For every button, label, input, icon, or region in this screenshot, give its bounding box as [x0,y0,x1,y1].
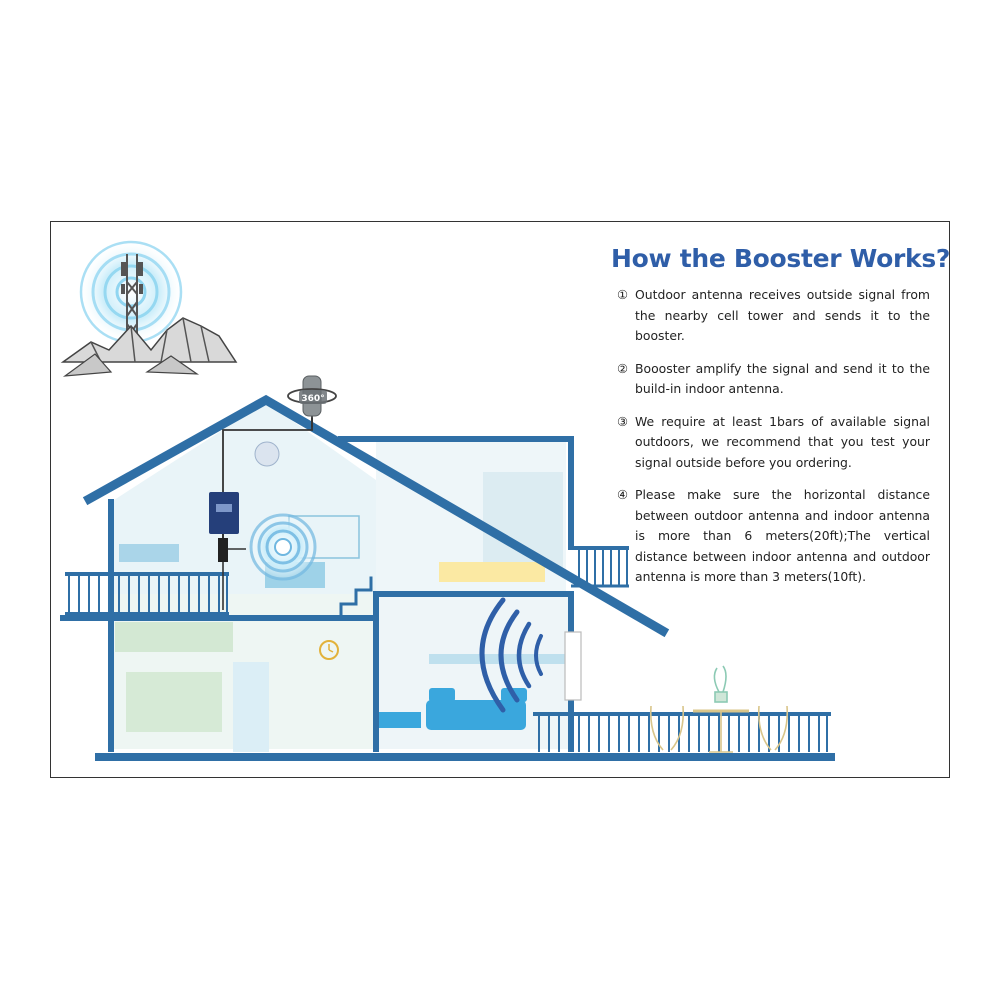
booster-diagram-frame: 360° How the Booster Works [50,221,950,778]
ground-deck-railing [533,712,831,752]
rotation-badge: 360° [301,394,324,404]
step-item: ① Outdoor antenna receives outside signa… [617,285,930,347]
panel-antenna-icon [564,631,582,701]
step-number: ③ [617,413,629,429]
booster-unit-icon [209,492,246,610]
patio-table [649,665,789,753]
signal-wave-icon [479,597,543,713]
indoor-antenna-icon [249,513,317,581]
step-item: ④ Please make sure the horizontal distan… [617,485,930,588]
step-text: Boooster amplify the signal and send it … [635,360,930,397]
steps-list: ① Outdoor antenna receives outside signa… [617,285,930,600]
step-number: ① [617,287,629,302]
upper-left-balcony [65,572,229,616]
step-text: Outdoor antenna receives outside signal … [635,287,930,343]
step-text: We require at least 1bars of available s… [635,413,930,470]
step-text: Please make sure the horizontal distance… [635,487,930,584]
outdoor-antenna-icon: 360° [287,375,337,427]
antenna-cable [222,418,313,498]
house-diagram: 360° [60,240,835,761]
step-item: ② Boooster amplify the signal and send i… [617,359,930,400]
page-title: How the Booster Works? [611,244,950,273]
step-number: ② [617,360,629,376]
house-outline [60,394,835,761]
step-item: ③ We require at least 1bars of available… [617,412,930,474]
house-interior [111,402,571,752]
upper-right-balcony [571,546,629,588]
step-number: ④ [617,487,629,502]
mountain-icon [60,317,238,377]
cell-tower-icon [79,240,183,360]
